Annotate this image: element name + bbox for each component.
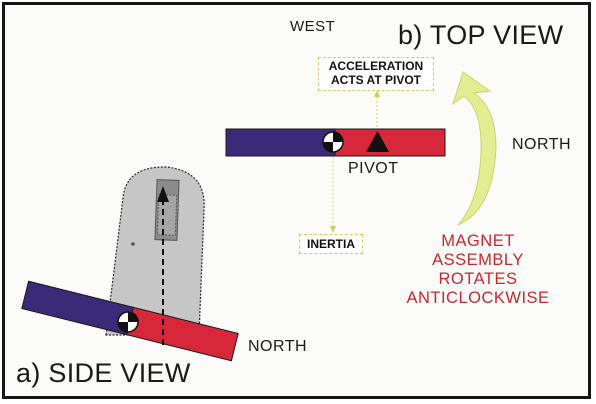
top-view-center-of-mass-icon — [322, 131, 344, 153]
acceleration-label-line2: ACTS AT PIVOT — [331, 73, 421, 87]
top-view-magnet — [225, 128, 446, 157]
inertia-arrow — [330, 157, 336, 233]
north-label-side-view: NORTH — [248, 338, 308, 355]
side-view-center-of-mass-icon — [117, 311, 139, 333]
magnet-caption-line: ASSEMBLY — [432, 251, 524, 269]
magnet-caption-line: ANTICLOCKWISE — [406, 289, 550, 307]
pivot-label: PIVOT — [348, 160, 399, 177]
magnet-caption-line: ROTATES — [438, 270, 518, 288]
pivot-triangle-icon — [366, 131, 389, 152]
top-view-title: b) TOP VIEW — [398, 20, 564, 50]
north-label-top-view: NORTH — [512, 136, 572, 153]
magnet-caption-line: MAGNET — [441, 232, 515, 250]
side-view-vertical-arrow — [157, 186, 169, 345]
inertia-label-box: INERTIA — [299, 234, 363, 254]
acceleration-label-box: ACCELERATION ACTS AT PIVOT — [318, 57, 434, 91]
west-label: WEST — [290, 18, 336, 35]
rotation-arrow-icon — [452, 71, 497, 226]
acceleration-label-line1: ACCELERATION — [328, 59, 424, 73]
side-view-housing — [105, 166, 205, 336]
acceleration-arrow — [374, 90, 380, 127]
diagram-frame — [2, 2, 591, 399]
magnet-rotation-caption: MAGNET ASSEMBLY ROTATES ANTICLOCKWISE — [398, 232, 558, 308]
side-view-title: a) SIDE VIEW — [16, 358, 191, 388]
